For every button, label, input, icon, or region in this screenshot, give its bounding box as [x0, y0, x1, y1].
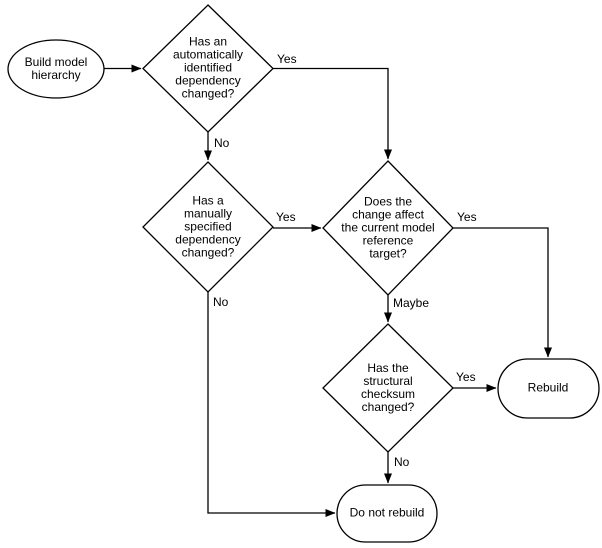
edge-label-auto-yes: Yes [277, 52, 297, 66]
rebuild-terminator [497, 358, 600, 419]
start-label: Build model hierarchy [24, 55, 88, 82]
start-ellipse [7, 39, 105, 99]
edge-reference-target-yes [453, 227, 552, 358]
edge-label-checksum-yes: Yes [456, 370, 476, 384]
edge-label-manual-yes: Yes [276, 210, 296, 224]
reference-target-label: Does the change affect the current model… [341, 194, 435, 261]
manual-dependency-label: Has a manually specified dependency chan… [175, 193, 241, 260]
do-not-rebuild-terminator [336, 484, 438, 543]
structural-checksum-diamond [322, 323, 454, 453]
rebuild-label: Rebuild [527, 380, 569, 395]
edge-manual-dependency-no [207, 292, 336, 517]
manual-dependency-diamond [142, 161, 274, 293]
edge-label-reference-yes: Yes [457, 210, 477, 224]
auto-dependency-diamond [142, 4, 274, 133]
auto-dependency-label: Has an automatically identified dependen… [172, 34, 244, 101]
edge-label-auto-no: No [214, 136, 230, 150]
structural-checksum-label: Has the structural checksum changed? [360, 361, 416, 414]
edge-label-reference-maybe: Maybe [393, 296, 430, 310]
edge-auto-dependency-yes [273, 67, 392, 160]
edge-label-manual-no: No [213, 295, 229, 309]
reference-target-diamond [322, 160, 454, 296]
do-not-rebuild-label: Do not rebuild [349, 505, 425, 520]
edge-label-checksum-no: No [394, 455, 410, 469]
